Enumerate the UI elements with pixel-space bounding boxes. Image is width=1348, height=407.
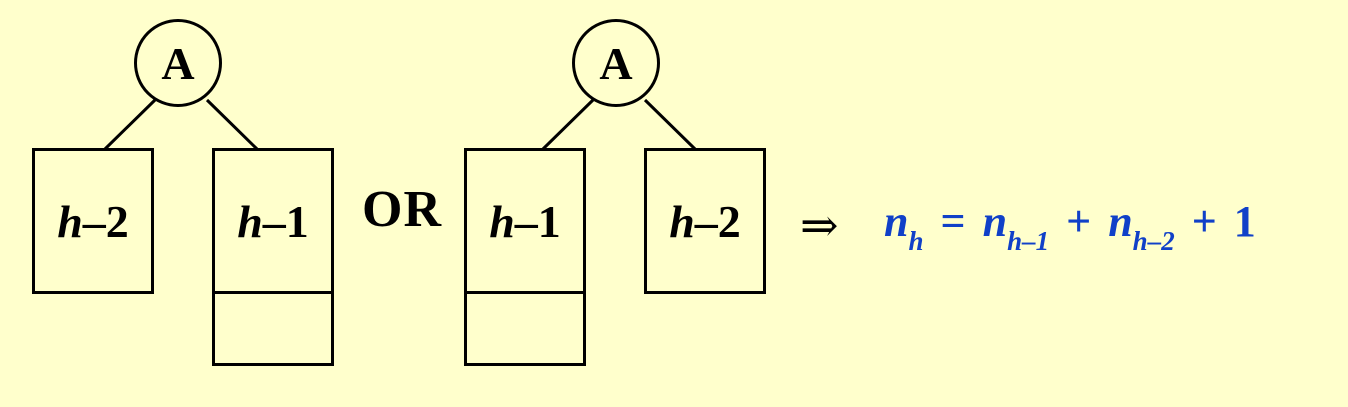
subtree-height-var: h: [237, 195, 263, 247]
formula-lhs-var: n: [884, 197, 909, 246]
formula-plus-1: +: [1066, 197, 1092, 246]
subtree-height-offset: –2: [82, 195, 129, 247]
formula-term1-sub: h–1: [1007, 226, 1050, 256]
right-tree-edge-right: [643, 98, 697, 151]
implies-arrow-icon: ⇒: [800, 198, 839, 252]
right-tree-root-label: A: [599, 37, 633, 89]
right-tree-left-subtree-extra-level: [464, 291, 586, 366]
subtree-height-var: h: [489, 195, 515, 247]
left-tree-edge-right: [205, 98, 259, 151]
or-label: OR: [362, 181, 442, 238]
right-tree-right-subtree: h–2: [644, 148, 766, 294]
subtree-height-var: h: [669, 195, 695, 247]
subtree-height-offset: –1: [514, 195, 561, 247]
left-tree-right-subtree-extra-level: [212, 291, 334, 366]
left-tree-left-subtree: h–2: [32, 148, 154, 294]
formula-plus-2: +: [1191, 197, 1217, 246]
right-tree-edge-left: [541, 98, 595, 151]
right-tree-left-subtree: h–1: [464, 148, 586, 294]
formula-term2-sub: h–2: [1132, 226, 1175, 256]
recurrence-formula: nh = nh–1 + nh–2 + 1: [884, 196, 1256, 255]
subtree-height-var: h: [57, 195, 83, 247]
subtree-height-offset: –2: [694, 195, 741, 247]
formula-term2-var: n: [1108, 197, 1133, 246]
left-tree-root-label: A: [161, 37, 195, 89]
left-tree-edge-left: [103, 98, 157, 151]
right-tree-root-node: A: [572, 19, 660, 107]
left-tree-root-node: A: [134, 19, 222, 107]
formula-constant: 1: [1233, 197, 1256, 246]
formula-lhs-sub: h: [908, 226, 924, 256]
formula-term1-var: n: [982, 197, 1008, 246]
left-tree-right-subtree: h–1: [212, 148, 334, 294]
subtree-height-offset: –1: [262, 195, 309, 247]
formula-equals: =: [940, 197, 966, 246]
